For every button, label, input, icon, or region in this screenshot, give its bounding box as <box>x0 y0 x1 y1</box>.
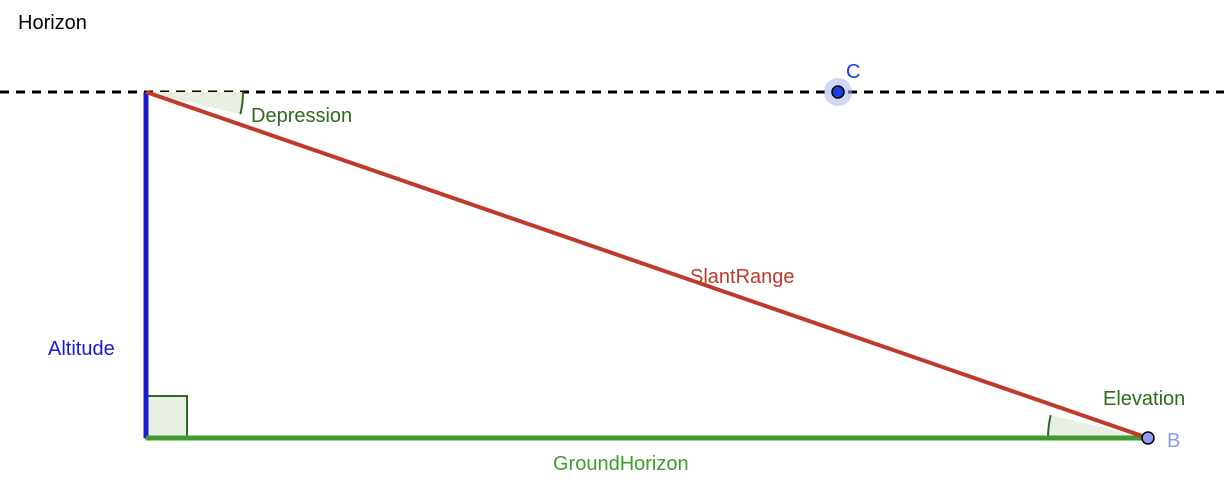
ground-horizon-label: GroundHorizon <box>553 453 689 475</box>
horizon-label: Horizon <box>18 12 87 34</box>
point-c-label: C <box>846 61 860 83</box>
point-c[interactable] <box>831 85 845 99</box>
right-angle-marker <box>145 395 188 439</box>
elevation-label: Elevation <box>1103 388 1185 410</box>
depression-label: Depression <box>251 105 352 127</box>
elevation-angle-sector[interactable] <box>1048 415 1148 438</box>
point-b-label: B <box>1167 430 1180 452</box>
depression-angle-arc <box>239 91 244 115</box>
altitude-label: Altitude <box>48 338 115 360</box>
slant-range-label: SlantRange <box>690 266 795 288</box>
depression-angle-sector[interactable] <box>146 92 243 115</box>
point-b[interactable] <box>1141 431 1155 445</box>
slant-range-segment[interactable] <box>145 90 1149 440</box>
